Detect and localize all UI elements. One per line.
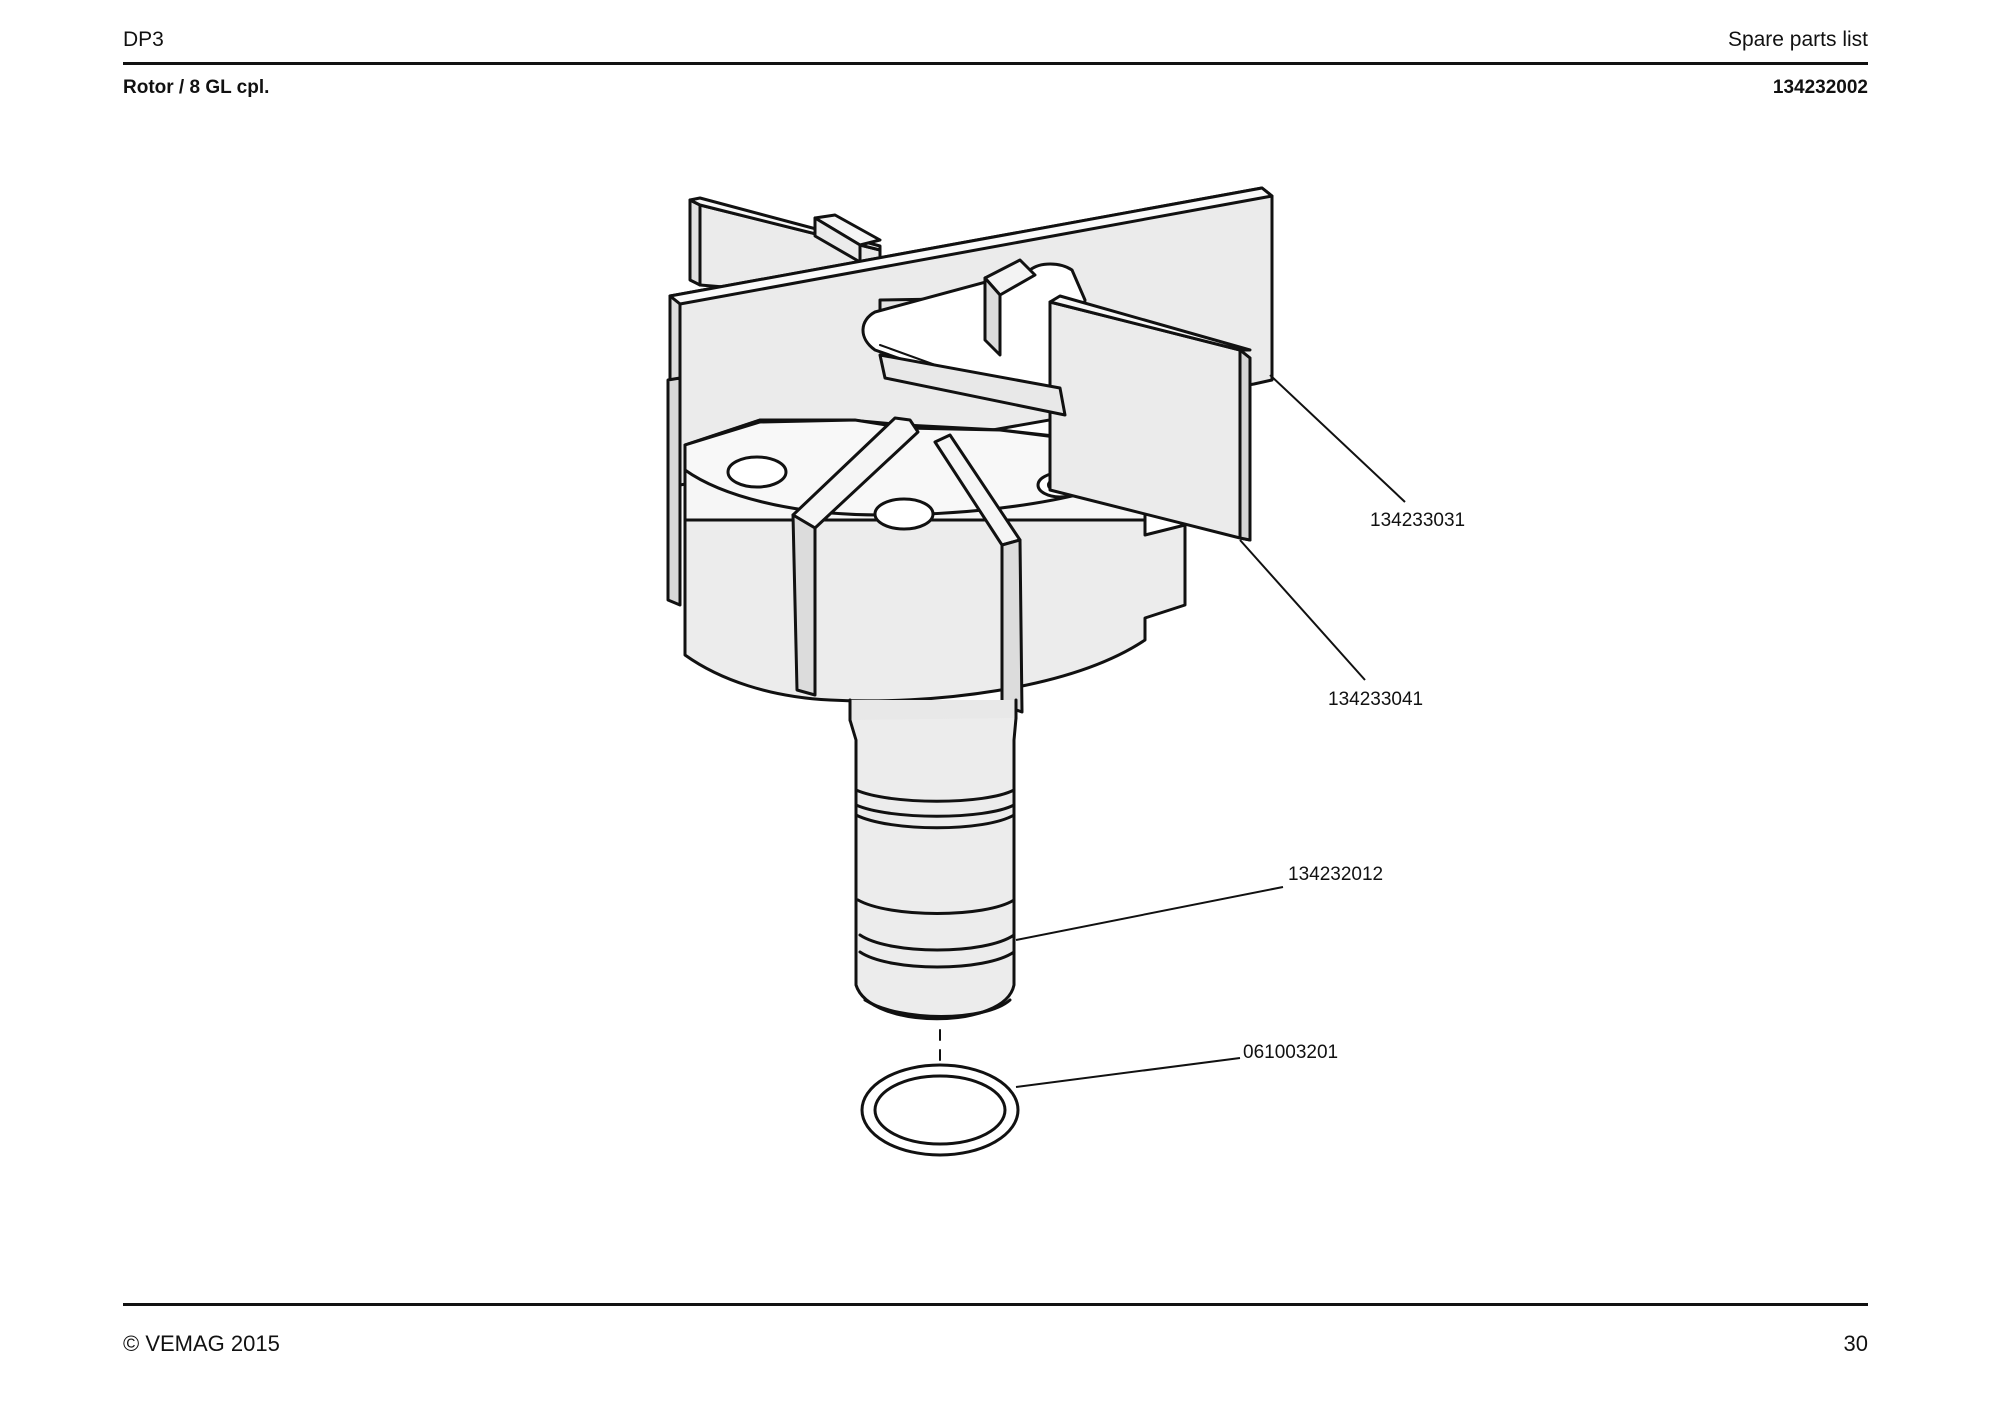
leader-lines [1015,374,1406,1088]
cross-vane-134233041 [1048,294,1252,542]
footer-rule [123,1303,1868,1306]
front-vane-left [791,416,920,697]
o-ring-061003201 [860,1063,1020,1157]
callout-134232012: 134232012 [1288,864,1383,885]
assembly-part-number: 134232002 [1772,77,1868,98]
document-header-left: DP3 [123,28,164,51]
callout-134233041: 134233041 [1328,689,1423,710]
callout-061003201: 061003201 [1243,1042,1338,1063]
footer-copyright: © VEMAG 2015 [123,1331,280,1356]
document-header-right: Spare parts list [1727,28,1868,51]
assembly-title: Rotor / 8 GL cpl. [123,77,270,98]
header-rule [123,62,1868,65]
rotor-shaft-134232012 [848,698,1018,1021]
callout-134233031: 134233031 [1370,510,1465,531]
inner-vane [878,258,1067,417]
body-side-block [666,376,682,607]
page-number: 30 [1843,1331,1868,1356]
front-vane-right [933,433,1024,714]
